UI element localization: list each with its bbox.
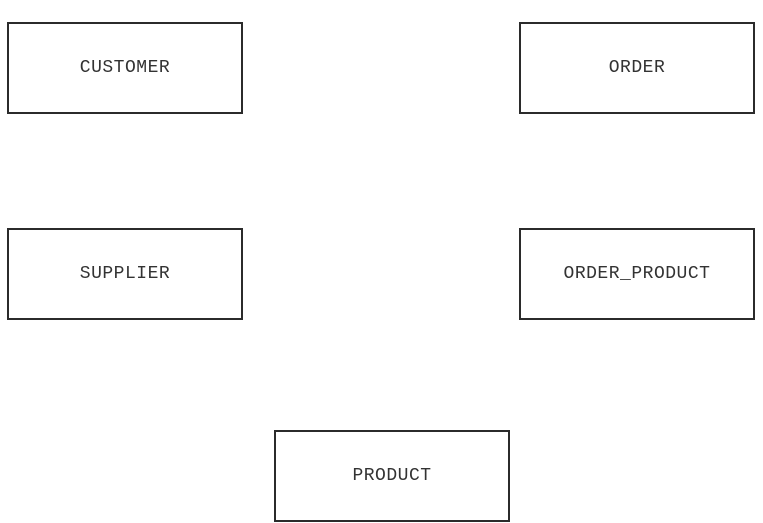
entity-product[interactable]: PRODUCT [274,430,510,522]
entity-order-product[interactable]: ORDER_PRODUCT [519,228,755,320]
entity-supplier[interactable]: SUPPLIER [7,228,243,320]
entity-label: ORDER_PRODUCT [563,264,711,284]
entity-label: SUPPLIER [79,264,171,284]
entity-customer[interactable]: CUSTOMER [7,22,243,114]
entity-order[interactable]: ORDER [519,22,755,114]
entity-label: PRODUCT [352,466,432,486]
entity-label: ORDER [608,58,666,78]
entity-label: CUSTOMER [79,58,171,78]
